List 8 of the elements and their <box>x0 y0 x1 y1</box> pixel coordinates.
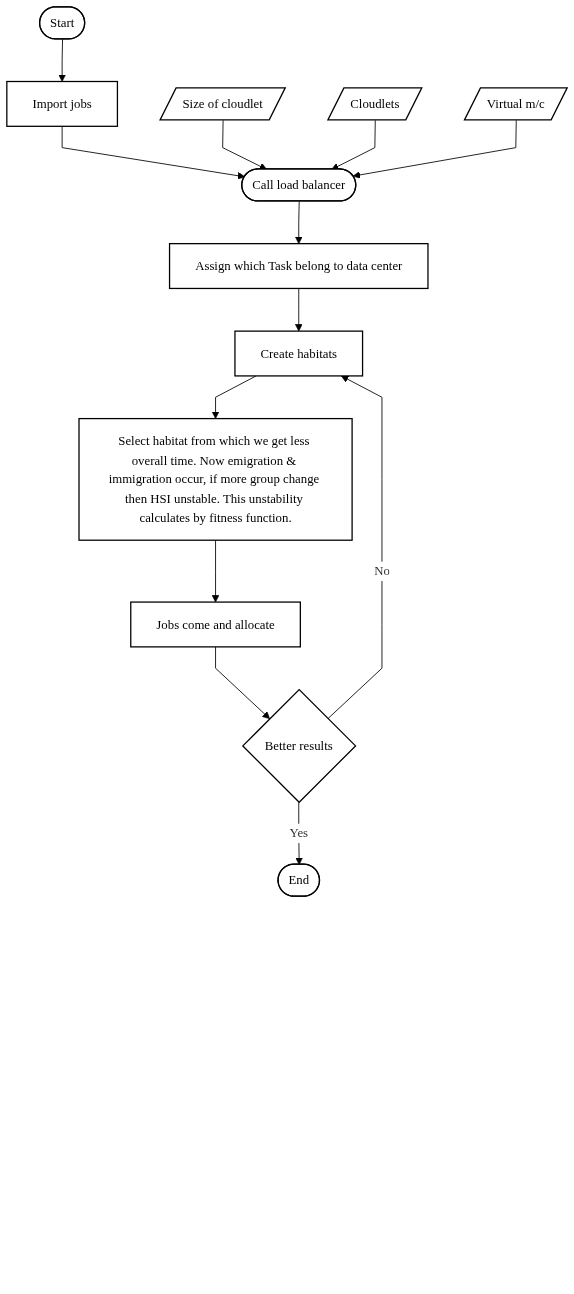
node-box: Import jobs <box>6 80 119 127</box>
node-box: Assign which Task belong to data center <box>168 243 429 290</box>
node-box: Create habitats <box>234 330 364 377</box>
node-box: Jobs come and allocate <box>130 601 301 648</box>
edge-label: No <box>374 564 390 578</box>
edge-label: Yes <box>289 826 309 840</box>
node-box: Select habitat from which we get less overall time. Now emigration & immigration occur, if more group change then HSI unstable. This unstability calculates by fitness function. <box>78 417 353 541</box>
node-diamond: Better results <box>241 688 357 804</box>
